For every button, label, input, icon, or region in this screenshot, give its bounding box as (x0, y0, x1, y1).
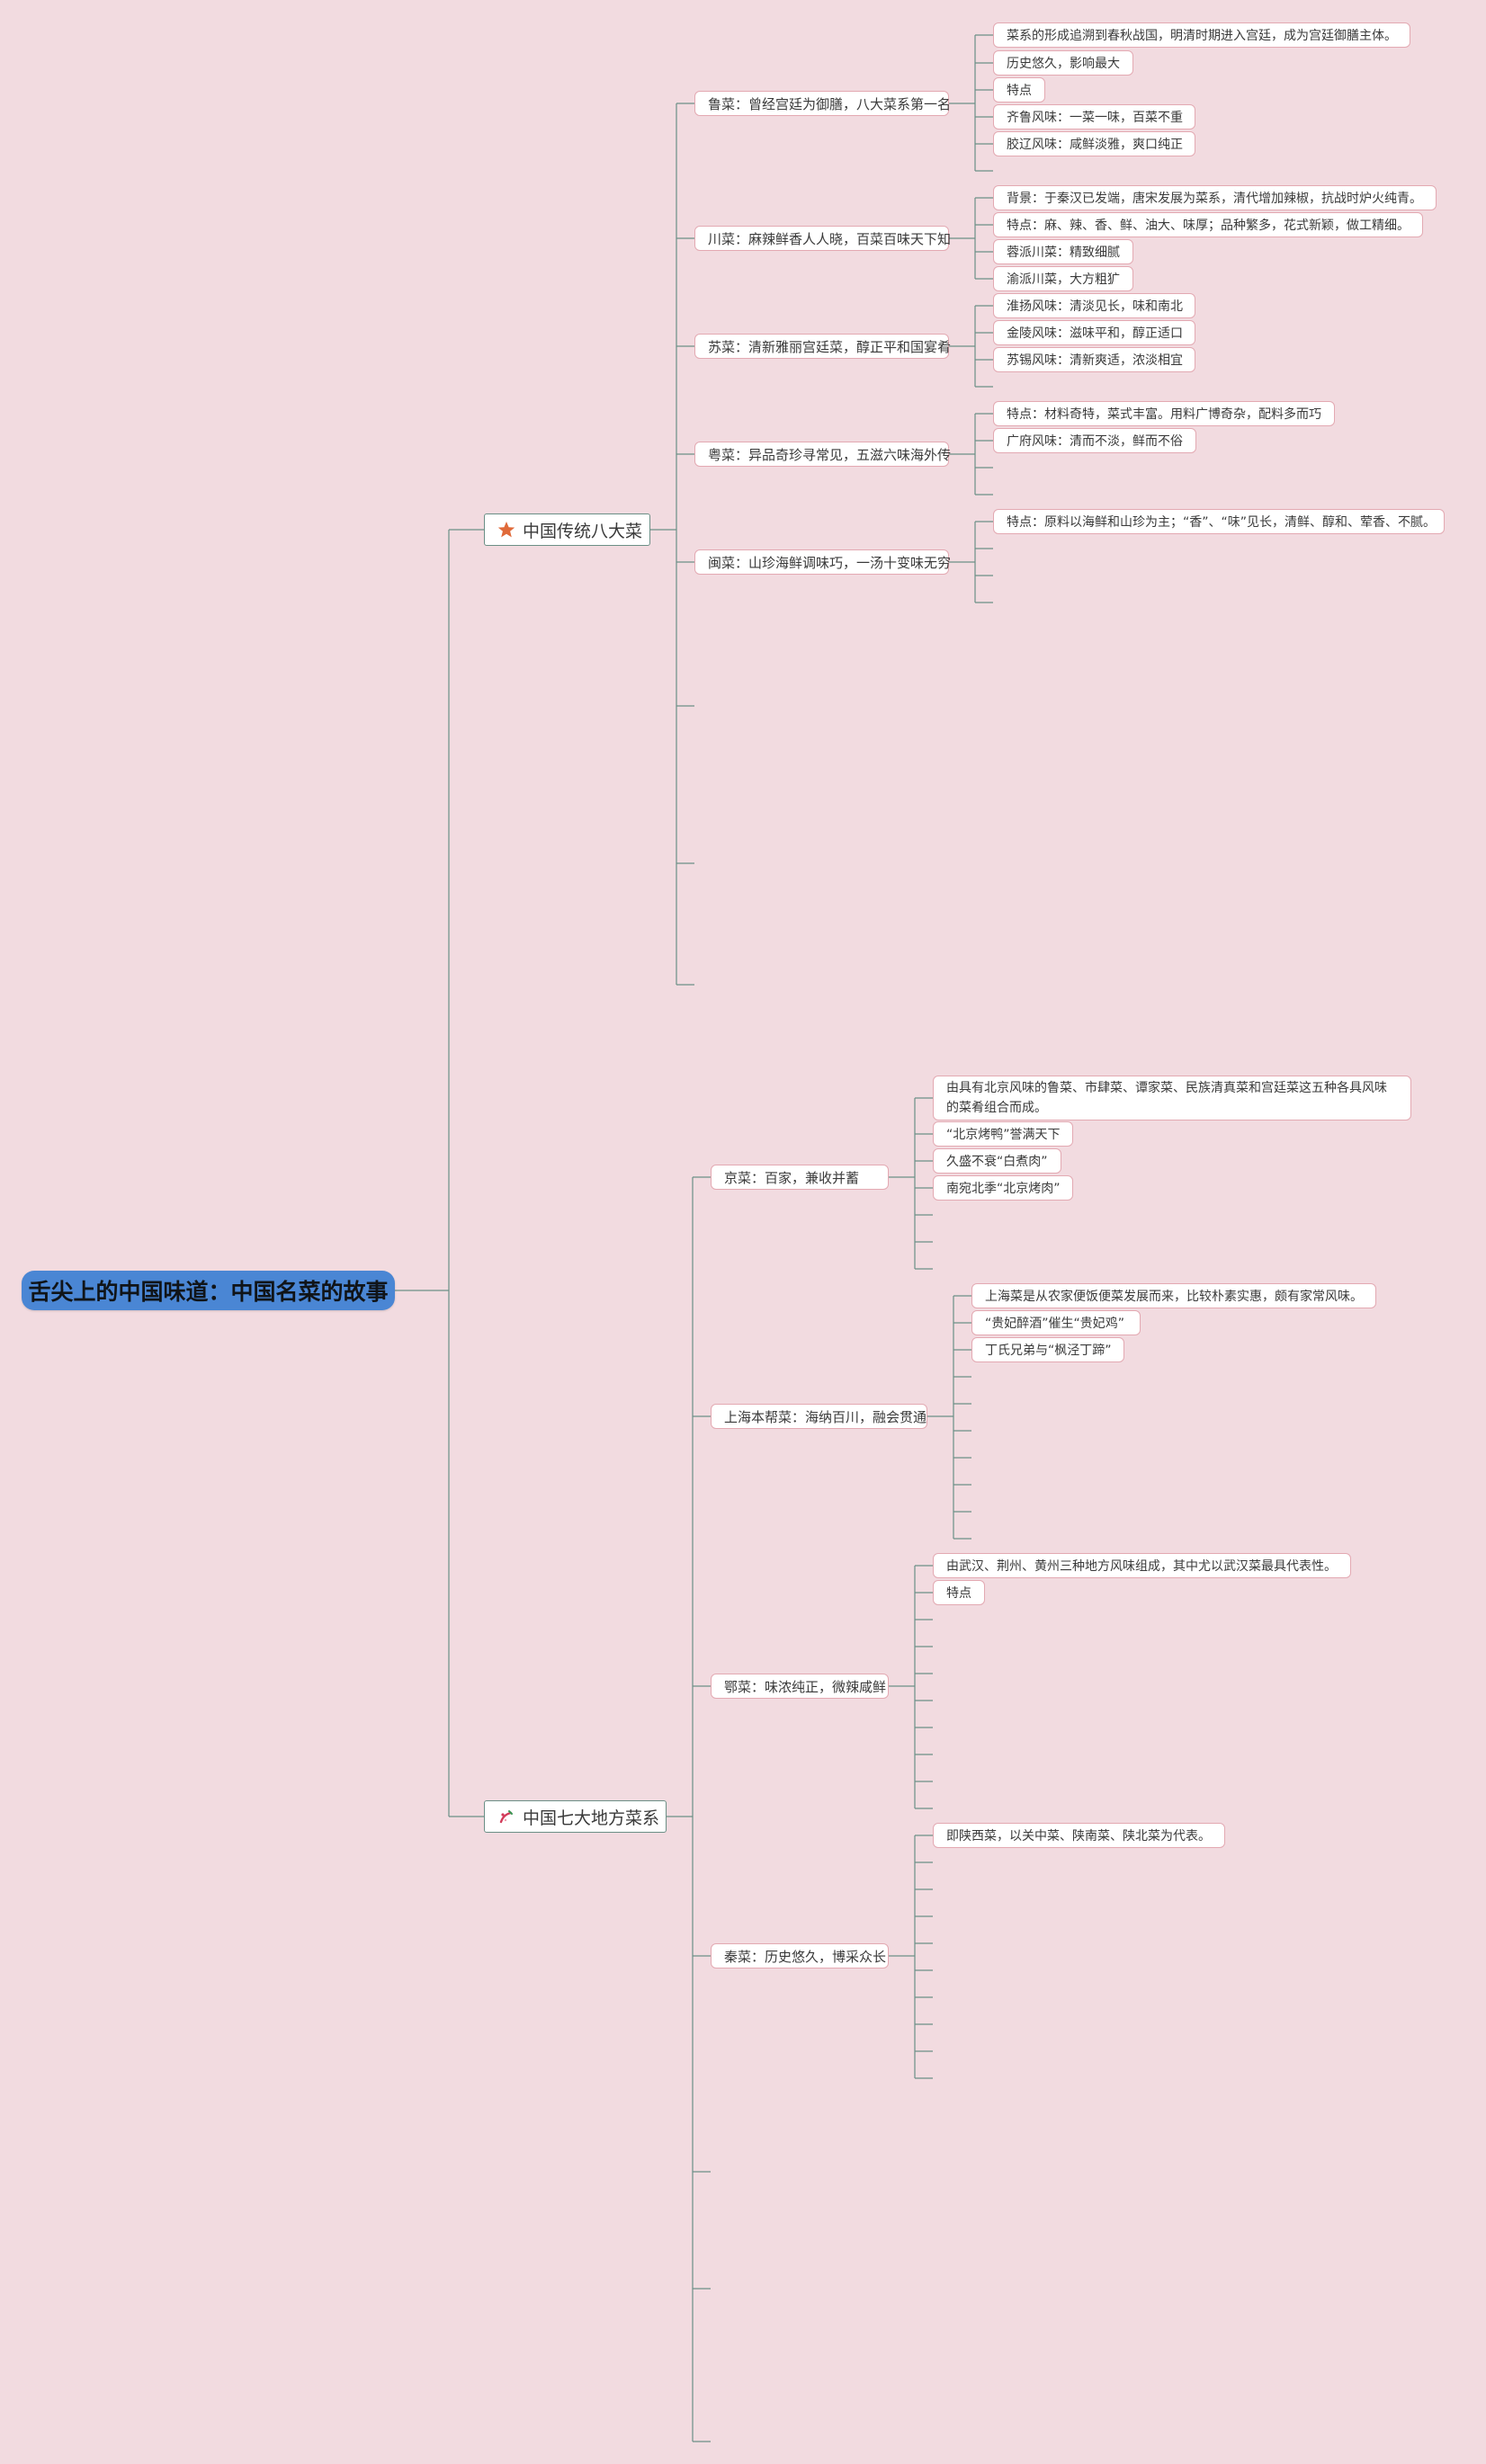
subtopic-label: 即陕西菜，以关中菜、陕南菜、陕北菜为代表。 (946, 1829, 1211, 1844)
subtopic-item[interactable]: 齐鲁风味：一菜一味，百菜不重 (993, 104, 1195, 129)
subtopic-item[interactable]: 蓉派川菜：精致细腻 (993, 239, 1133, 264)
subtopic-item[interactable]: “贵妃醉酒”催生“贵妃鸡” (971, 1310, 1141, 1335)
subtopic-label: 历史悠久，影响最大 (1007, 57, 1120, 71)
subtopic-item[interactable]: 久盛不衰“白煮肉” (933, 1148, 1061, 1174)
topic-label: 鄂菜：味浓纯正，微辣咸鲜 (724, 1678, 887, 1695)
subtopic-label: 特点：原料以海鲜和山珍为主；“香”、“味”见长，清鲜、醇和、荤香、不腻。 (1007, 515, 1437, 530)
subtopic-item[interactable]: 即陕西菜，以关中菜、陕南菜、陕北菜为代表。 (933, 1823, 1225, 1848)
branch-seven-local-cuisines[interactable]: 中国七大地方菜系 (484, 1800, 667, 1833)
subtopic-item[interactable]: 背景：于秦汉已发端，唐宋发展为菜系，清代增加辣椒，抗战时炉火纯青。 (993, 185, 1437, 210)
subtopic-label: 由具有北京风味的鲁菜、市肆菜、谭家菜、民族清真菜和宫廷菜这五种各具风味的菜肴组合… (946, 1081, 1387, 1115)
subtopic-item[interactable]: 渝派川菜，大方粗犷 (993, 266, 1133, 291)
subtopic-item[interactable]: 特点：材料奇特，菜式丰富。用料广博奇杂，配料多而巧 (993, 401, 1335, 426)
subtopic-item[interactable]: 金陵风味：滋味平和，醇正适口 (993, 320, 1195, 345)
pepper-icon (497, 1807, 515, 1826)
subtopic-item[interactable]: 上海菜是从农家便饭便菜发展而来，比较朴素实惠，颇有家常风味。 (971, 1283, 1376, 1308)
topic-jing-cuisine[interactable]: 京菜：百家，兼收并蓄 (711, 1165, 889, 1190)
subtopic-label: 丁氏兄弟与“枫泾丁蹄” (985, 1344, 1112, 1358)
subtopic-item[interactable]: 特点 (993, 77, 1045, 103)
subtopic-label: 淮扬风味：清淡见长，味和南北 (1007, 299, 1183, 314)
subtopic-item[interactable]: 特点：麻、辣、香、鲜、油大、味厚；品种繁多，花式新颖，做工精细。 (993, 212, 1423, 237)
subtopic-item[interactable]: 由武汉、荆州、黄州三种地方风味组成，其中尤以武汉菜最具代表性。 (933, 1553, 1351, 1578)
topic-lu-cuisine[interactable]: 鲁菜：曾经宫廷为御膳，八大菜系第一名 (694, 91, 952, 116)
star-icon (497, 520, 515, 540)
subtopic-label: 蓉派川菜：精致细腻 (1007, 246, 1120, 260)
subtopic-label: 胶辽风味：咸鲜淡雅，爽口纯正 (1007, 138, 1183, 152)
subtopic-item[interactable]: 历史悠久，影响最大 (993, 50, 1133, 76)
subtopic-item[interactable]: 菜系的形成追溯到春秋战国，明清时期进入宫廷，成为宫廷御膳主体。 (993, 22, 1410, 48)
topic-e-cuisine[interactable]: 鄂菜：味浓纯正，微辣咸鲜 (711, 1674, 889, 1699)
subtopic-item[interactable]: 南宛北季“北京烤肉” (933, 1175, 1073, 1201)
topic-shanghai-cuisine[interactable]: 上海本帮菜：海纳百川，融会贯通 (711, 1404, 927, 1429)
topic-label: 粤菜：异品奇珍寻常见，五滋六味海外传 (708, 446, 952, 463)
topic-qin-cuisine[interactable]: 秦菜：历史悠久，博采众长 (711, 1943, 889, 1969)
subtopic-label: 特点 (1007, 84, 1032, 98)
topic-label: 闽菜：山珍海鲜调味巧，一汤十变味无穷 (708, 554, 952, 571)
subtopic-label: “北京烤鸭”誉满天下 (946, 1128, 1061, 1142)
subtopic-item[interactable]: 淮扬风味：清淡见长，味和南北 (993, 293, 1195, 318)
subtopic-label: 上海菜是从农家便饭便菜发展而来，比较朴素实惠，颇有家常风味。 (985, 1290, 1363, 1304)
subtopic-item[interactable]: 特点 (933, 1580, 985, 1605)
subtopic-label: 菜系的形成追溯到春秋战国，明清时期进入宫廷，成为宫廷御膳主体。 (1007, 29, 1397, 43)
subtopic-item[interactable]: 丁氏兄弟与“枫泾丁蹄” (971, 1337, 1124, 1362)
root-topic[interactable]: 舌尖上的中国味道：中国名菜的故事 (22, 1271, 395, 1310)
branch-label: 中国七大地方菜系 (523, 1808, 660, 1828)
subtopic-item[interactable]: 苏锡风味：清新爽适，浓淡相宜 (993, 347, 1195, 372)
subtopic-item[interactable]: 由具有北京风味的鲁菜、市肆菜、谭家菜、民族清真菜和宫廷菜这五种各具风味的菜肴组合… (933, 1076, 1411, 1120)
subtopic-label: 南宛北季“北京烤肉” (946, 1182, 1061, 1196)
branch-label: 中国传统八大菜 (523, 521, 643, 541)
topic-min-cuisine[interactable]: 闽菜：山珍海鲜调味巧，一汤十变味无穷 (694, 549, 952, 575)
topic-label: 秦菜：历史悠久，博采众长 (724, 1948, 887, 1965)
subtopic-label: 特点 (946, 1586, 971, 1601)
topic-label: 京菜：百家，兼收并蓄 (724, 1169, 860, 1186)
subtopic-label: 渝派川菜，大方粗犷 (1007, 272, 1120, 287)
subtopic-item[interactable]: “北京烤鸭”誉满天下 (933, 1121, 1073, 1147)
topic-label: 苏菜：清新雅丽宫廷菜，醇正平和国宴肴 (708, 338, 952, 355)
topic-label: 川菜：麻辣鲜香人人晓，百菜百味天下知 (708, 230, 952, 247)
subtopic-label: 由武汉、荆州、黄州三种地方风味组成，其中尤以武汉菜最具代表性。 (946, 1559, 1337, 1574)
subtopic-item[interactable]: 广府风味：清而不淡，鲜而不俗 (993, 428, 1196, 453)
branch-traditional-eight-cuisines[interactable]: 中国传统八大菜 (484, 513, 650, 546)
subtopic-label: “贵妃醉酒”催生“贵妃鸡” (985, 1317, 1125, 1331)
topic-label: 上海本帮菜：海纳百川，融会贯通 (724, 1408, 927, 1425)
topic-su-cuisine[interactable]: 苏菜：清新雅丽宫廷菜，醇正平和国宴肴 (694, 334, 952, 359)
subtopic-label: 齐鲁风味：一菜一味，百菜不重 (1007, 111, 1183, 125)
topic-label: 鲁菜：曾经宫廷为御膳，八大菜系第一名 (708, 95, 952, 112)
topic-yue-cuisine[interactable]: 粤菜：异品奇珍寻常见，五滋六味海外传 (694, 442, 952, 467)
subtopic-label: 苏锡风味：清新爽适，浓淡相宜 (1007, 353, 1183, 368)
subtopic-item[interactable]: 特点：原料以海鲜和山珍为主；“香”、“味”见长，清鲜、醇和、荤香、不腻。 (993, 509, 1445, 534)
root-title: 舌尖上的中国味道：中国名菜的故事 (28, 1279, 389, 1305)
subtopic-label: 金陵风味：滋味平和，醇正适口 (1007, 326, 1183, 341)
subtopic-label: 特点：麻、辣、香、鲜、油大、味厚；品种繁多，花式新颖，做工精细。 (1007, 219, 1410, 233)
subtopic-label: 广府风味：清而不淡，鲜而不俗 (1007, 434, 1183, 449)
topic-chuan-cuisine[interactable]: 川菜：麻辣鲜香人人晓，百菜百味天下知 (694, 226, 952, 251)
subtopic-item[interactable]: 胶辽风味：咸鲜淡雅，爽口纯正 (993, 131, 1195, 156)
subtopic-label: 特点：材料奇特，菜式丰富。用料广博奇杂，配料多而巧 (1007, 407, 1321, 422)
subtopic-label: 久盛不衰“白煮肉” (946, 1155, 1048, 1169)
subtopic-label: 背景：于秦汉已发端，唐宋发展为菜系，清代增加辣椒，抗战时炉火纯青。 (1007, 192, 1422, 206)
